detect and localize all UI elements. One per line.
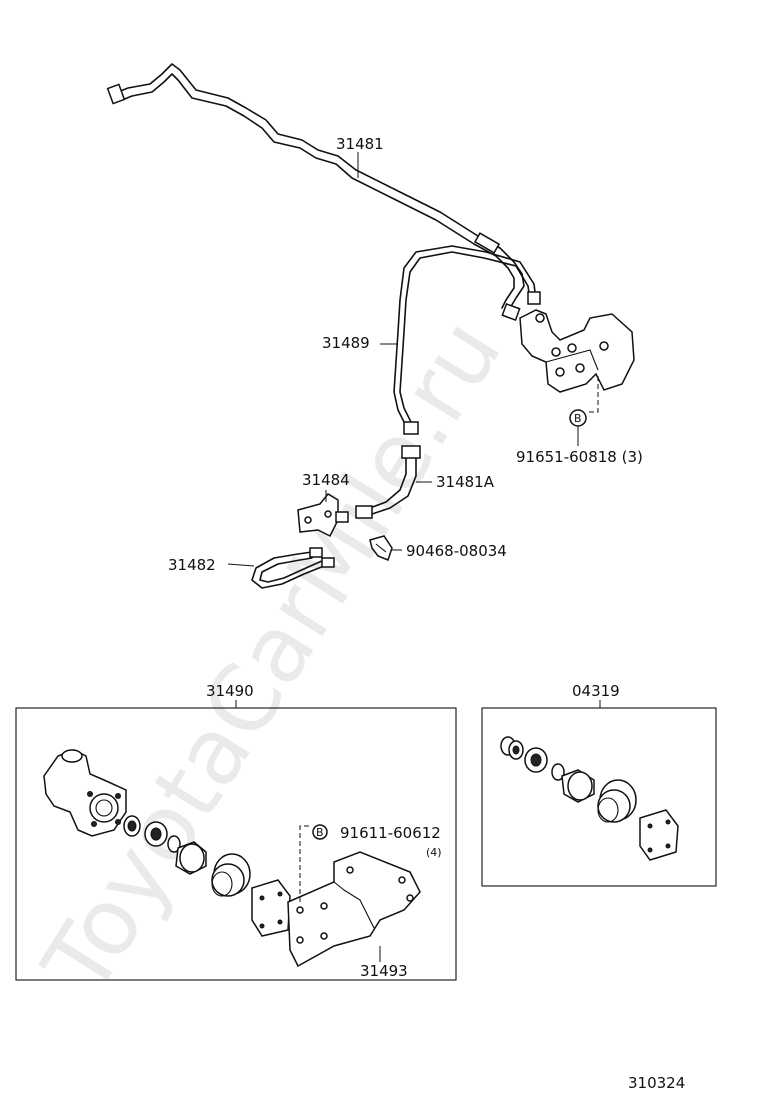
kit-boot xyxy=(597,779,637,823)
kit-box-04319: 04319 xyxy=(481,682,717,887)
cylinder-housing xyxy=(43,749,127,837)
pipe-31489 xyxy=(393,245,541,435)
pipe-31481 xyxy=(106,63,525,309)
kit-cup xyxy=(524,747,548,773)
label-91611-qty: (4) xyxy=(426,846,442,859)
hose-31481A xyxy=(355,445,432,519)
label-31489: 31489 xyxy=(322,334,370,352)
label-31490: 31490 xyxy=(206,682,254,700)
seal-small xyxy=(123,815,141,837)
piston xyxy=(167,835,207,875)
kit-seal-small xyxy=(500,736,524,760)
label-91651-60818: 91651-60818 (3) xyxy=(516,448,643,466)
pipe-31482 xyxy=(227,547,335,589)
label-31481A: 31481A xyxy=(436,473,495,491)
callout-b-upper: B xyxy=(574,412,582,425)
piston-cup xyxy=(144,821,168,847)
diagram-number: 310324 xyxy=(628,1074,685,1092)
kit-gasket xyxy=(639,809,679,861)
label-31481: 31481 xyxy=(336,135,384,153)
clip-90468 xyxy=(369,535,402,561)
dust-boot xyxy=(211,853,251,897)
bracket-31493 xyxy=(287,825,421,968)
label-90468-08034: 90468-08034 xyxy=(406,542,507,560)
bracket-31484 xyxy=(297,490,349,538)
label-04319: 04319 xyxy=(572,682,620,700)
callout-b-lower: B xyxy=(316,826,324,839)
kit-piston xyxy=(551,763,595,803)
label-31482: 31482 xyxy=(168,556,216,574)
upper-bracket: B xyxy=(519,309,635,446)
label-91611-60612: 91611-60612 xyxy=(340,824,441,842)
label-31493: 31493 xyxy=(360,962,408,980)
assembly-box-31490: 31490 xyxy=(15,682,457,981)
gasket-plate xyxy=(251,879,291,937)
label-31484: 31484 xyxy=(302,471,350,489)
